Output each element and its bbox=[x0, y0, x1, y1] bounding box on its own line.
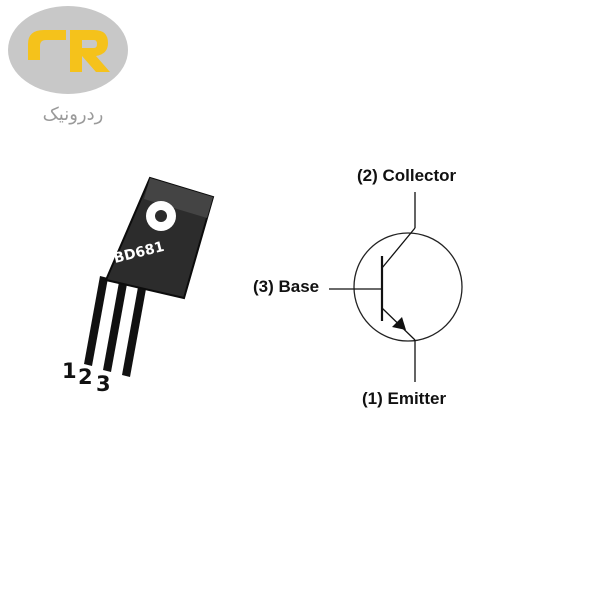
logo-rr-mark bbox=[28, 30, 110, 72]
transistor-leads bbox=[84, 276, 146, 377]
pin-number-2: 2 bbox=[78, 365, 93, 389]
package-top-face bbox=[144, 178, 213, 218]
emitter-arrow bbox=[392, 317, 406, 330]
collector-connection bbox=[381, 227, 416, 269]
emitter-label: (1) Emitter bbox=[362, 389, 446, 408]
symbol-circle bbox=[353, 232, 463, 342]
transistor-symbol bbox=[329, 192, 463, 382]
pin-number-1: 1 bbox=[62, 359, 77, 383]
pin-number-3: 3 bbox=[96, 372, 111, 396]
base-label: (3) Base bbox=[253, 277, 319, 296]
mounting-hole-center bbox=[155, 210, 167, 222]
logo-text: ردرونیک bbox=[42, 104, 104, 125]
brand-logo: ردرونیک bbox=[8, 6, 130, 131]
collector-label: (2) Collector bbox=[357, 166, 457, 185]
transistor-package: BD681 1 2 3 bbox=[62, 176, 215, 396]
